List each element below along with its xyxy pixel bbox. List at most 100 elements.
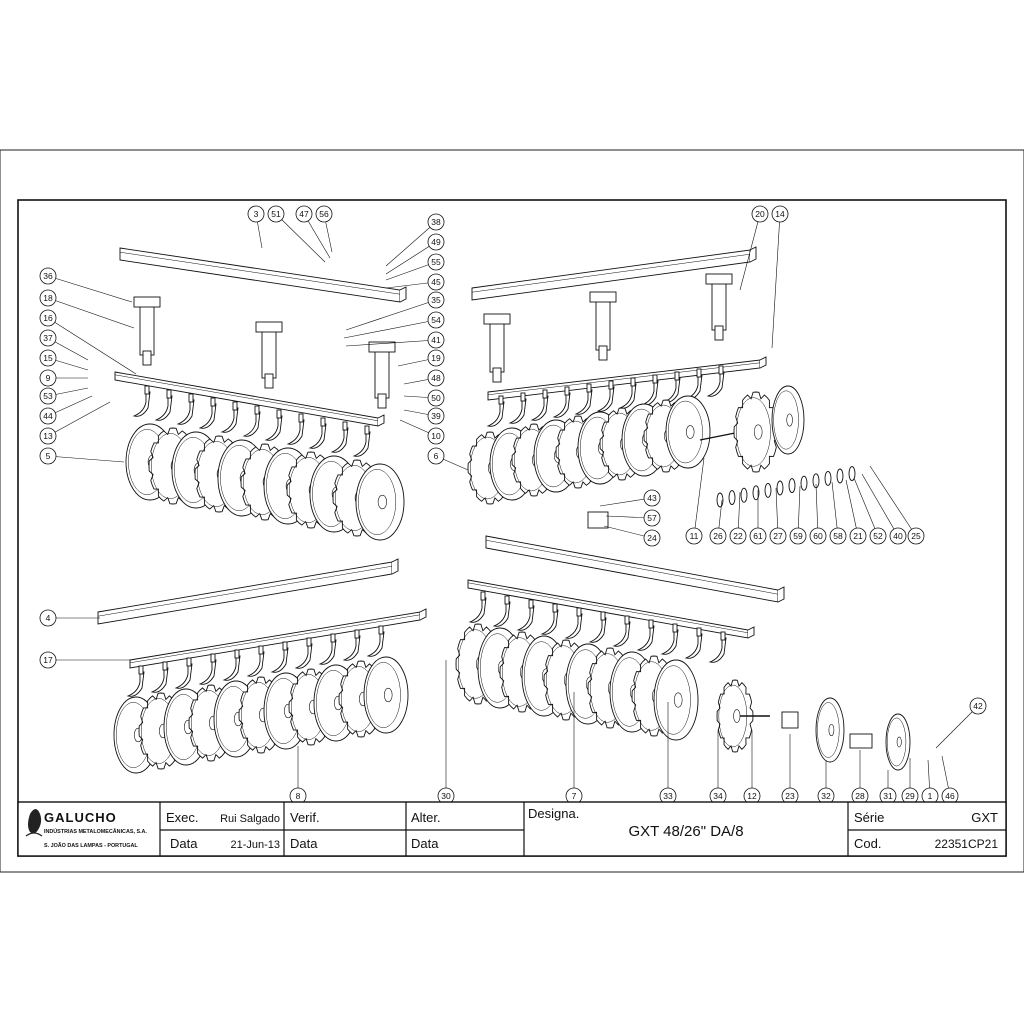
disc-upper-left-11 — [355, 463, 405, 541]
scraper-upper-right-2 — [508, 392, 527, 424]
callout-number: 16 — [43, 313, 53, 323]
callout-51: 51 — [267, 205, 285, 223]
bracket-upper-right-2 — [589, 291, 617, 361]
scraper-lower-right-5 — [564, 607, 583, 639]
callout-number: 15 — [43, 353, 53, 363]
callout-number: 6 — [434, 451, 439, 461]
callout-number: 3 — [254, 209, 259, 219]
scraper-upper-right-3 — [530, 389, 549, 421]
scraper-lower-left-3 — [174, 657, 193, 689]
callout-number: 59 — [793, 531, 803, 541]
main-beam-upper-right — [471, 246, 757, 301]
callout-number: 50 — [431, 393, 441, 403]
callout-number: 11 — [690, 531, 699, 541]
bearing-23 — [781, 711, 799, 729]
bracket-upper-left-2 — [255, 321, 283, 389]
callout-number: 10 — [431, 431, 441, 441]
bracket-upper-right-1 — [483, 313, 511, 383]
callout-number: 28 — [855, 791, 865, 801]
callout-number: 24 — [647, 533, 657, 543]
verif-label: Verif. — [290, 810, 320, 825]
scraper-upper-left-5 — [220, 401, 239, 433]
scraper-upper-left-4 — [198, 397, 217, 429]
callout-38: 38 — [427, 213, 445, 231]
callout-20: 20 — [751, 205, 769, 223]
callout-number: 26 — [713, 531, 723, 541]
gang-frame-upper-left — [114, 371, 385, 427]
callout-number: 41 — [431, 335, 441, 345]
callout-number: 33 — [663, 791, 673, 801]
galucho-logo-icon — [25, 809, 43, 837]
callout-58: 58 — [829, 527, 847, 545]
disc-lower-right-loose — [716, 679, 754, 753]
exploded-parts-drawing — [97, 246, 911, 774]
designation-value: GXT 48/26" DA/8 — [628, 823, 743, 840]
callout-number: 49 — [431, 237, 441, 247]
cod-value: 22351CP21 — [935, 837, 999, 851]
scraper-lower-right-3 — [516, 599, 535, 631]
scraper-lower-right-6 — [588, 611, 607, 643]
callout-number: 52 — [873, 531, 883, 541]
callout-45: 45 — [427, 273, 445, 291]
scraper-upper-left-3 — [176, 393, 195, 425]
callout-number: 39 — [431, 411, 441, 421]
scraper-upper-right-1 — [486, 395, 505, 427]
callout-number: 14 — [775, 209, 785, 219]
callout-number: 8 — [296, 791, 301, 801]
callout-number: 29 — [905, 791, 915, 801]
callout-number: 57 — [647, 513, 657, 523]
bracket-upper-right-3 — [705, 273, 733, 341]
callout-number: 23 — [785, 791, 795, 801]
data-value: 21-Jun-13 — [230, 839, 280, 851]
callout-15: 15 — [39, 349, 57, 367]
callout-48: 48 — [427, 369, 445, 387]
callout-35: 35 — [427, 291, 445, 309]
scraper-lower-left-2 — [150, 661, 169, 693]
callout-19: 19 — [427, 349, 445, 367]
scraper-upper-left-2 — [154, 389, 173, 421]
callout-3: 3 — [247, 205, 265, 223]
bearing-housing-24 — [587, 511, 609, 529]
callout-53: 53 — [39, 387, 57, 405]
callout-number: 7 — [572, 791, 577, 801]
leader-lines — [47, 213, 979, 797]
callout-52: 52 — [869, 527, 887, 545]
callout-11: 11 — [685, 527, 703, 545]
callout-number: 44 — [43, 411, 53, 421]
callout-number: 19 — [431, 353, 441, 363]
title-block: GALUCHO INDÚSTRIAS METALOMECÂNICAS, S.A.… — [17, 801, 1007, 857]
callout-number: 42 — [973, 701, 983, 711]
callout-6: 6 — [427, 447, 445, 465]
callout-number: 34 — [713, 791, 723, 801]
bracket-upper-left-3 — [368, 341, 396, 409]
scraper-lower-left-8 — [294, 637, 313, 669]
gang-frame-lower-right — [467, 579, 755, 639]
scraper-upper-left-11 — [352, 425, 371, 457]
callout-49: 49 — [427, 233, 445, 251]
callout-9: 9 — [39, 369, 57, 387]
company-subtitle: INDÚSTRIAS METALOMECÂNICAS, S.A. — [44, 828, 147, 835]
scraper-lower-right-10 — [684, 627, 703, 659]
callout-number: 13 — [43, 431, 53, 441]
callout-number: 9 — [46, 373, 51, 383]
callout-24: 24 — [643, 529, 661, 547]
scraper-upper-left-7 — [264, 409, 283, 441]
callout-number: 21 — [853, 531, 863, 541]
scraper-upper-left-6 — [242, 405, 261, 437]
scraper-lower-left-7 — [270, 641, 289, 673]
callout-number: 31 — [883, 791, 893, 801]
designation-label: Designa. — [528, 806, 579, 821]
callout-26: 26 — [709, 527, 727, 545]
callout-57: 57 — [643, 509, 661, 527]
callout-number: 51 — [271, 209, 281, 219]
spool-28 — [849, 733, 873, 749]
callout-39: 39 — [427, 407, 445, 425]
scraper-lower-left-11 — [366, 625, 385, 657]
callout-number: 37 — [43, 333, 53, 343]
callout-number: 36 — [43, 271, 53, 281]
scraper-upper-right-5 — [574, 383, 593, 415]
scraper-upper-left-8 — [286, 413, 305, 445]
gang-frame-lower-left — [129, 608, 427, 669]
callout-59: 59 — [789, 527, 807, 545]
callout-47: 47 — [295, 205, 313, 223]
